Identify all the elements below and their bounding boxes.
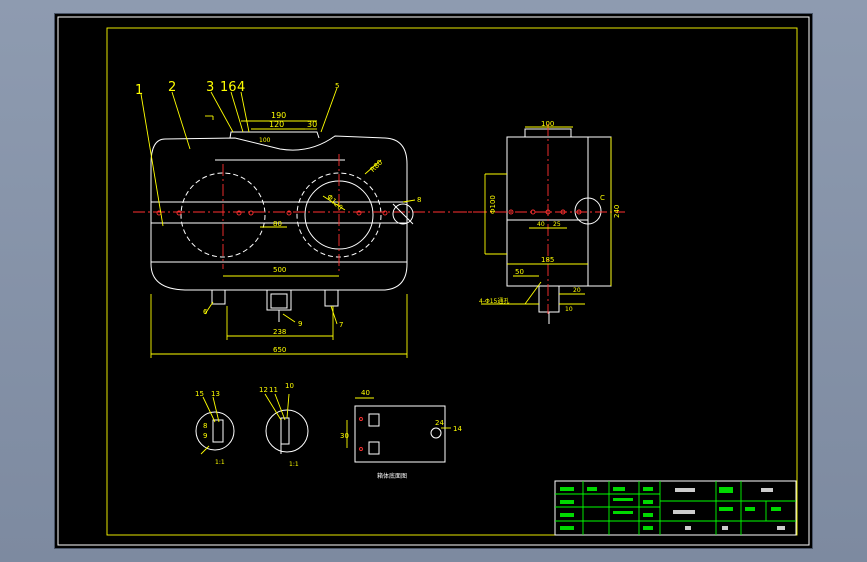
title-block (554, 480, 797, 536)
part-label: 9 (203, 432, 207, 440)
part-label: 14 (453, 425, 462, 433)
part-label: 3 (206, 80, 214, 95)
dimension-text: 40 (361, 389, 370, 397)
dimension-text: 10 (565, 306, 573, 313)
part-label: 10 (285, 382, 294, 390)
detail-caption: 箱体底面图 (377, 472, 407, 480)
dimension-text: 24 (435, 419, 444, 427)
inner-border (106, 27, 798, 536)
dimension-text: 50 (515, 268, 524, 276)
dimension-text: 190 (271, 111, 286, 120)
dimension-text: 500 (273, 266, 286, 274)
dimension-text: 100 (541, 120, 554, 128)
scale-label: 1:1 (289, 461, 299, 468)
dimension-text: 25 (553, 221, 561, 228)
dimension-text: 238 (273, 328, 286, 336)
dimension-text: 240 (613, 205, 621, 218)
dimension-text: 120 (269, 120, 284, 129)
dimension-text: 185 (541, 256, 554, 264)
detail-base (346, 397, 451, 463)
detail-a (195, 396, 235, 455)
part-label: 2 (168, 80, 176, 95)
cad-drawing: 1 2 3 16 4 5 6 7 8 9 190 120 30 100 R80 … (57, 16, 810, 546)
dimension-text: R80 (369, 158, 384, 173)
dimension-text: 30 (307, 120, 317, 129)
outer-border (57, 16, 810, 546)
dimension-text: 40 (537, 221, 545, 228)
callout-text: 4-Φ15通孔 (479, 297, 509, 305)
part-label: 16 (220, 80, 237, 95)
dimension-text: Φ100 (489, 195, 497, 214)
drawing-viewport[interactable]: 1 2 3 16 4 5 6 7 8 9 190 120 30 100 R80 … (55, 14, 812, 548)
view-label: C (600, 194, 605, 202)
part-label: 8 (203, 422, 207, 430)
dimension-text: 650 (273, 346, 286, 354)
dimension-text: 30 (340, 432, 349, 440)
part-label: 11 (269, 386, 278, 394)
part-label: 15 (195, 390, 204, 398)
part-label: 13 (211, 390, 220, 398)
scale-label: 1:1 (215, 459, 225, 466)
dimension-text: 80 (273, 220, 282, 228)
bore-left (180, 172, 266, 258)
dimension-text: 20 (573, 287, 581, 294)
part-label: 1 (135, 83, 143, 98)
detail-b (264, 393, 309, 454)
part-label: 8 (417, 196, 421, 204)
dimension-text: 100 (259, 137, 271, 144)
part-label: 6 (203, 308, 208, 316)
part-label: 9 (298, 320, 302, 328)
front-view (133, 87, 475, 358)
part-label: 5 (335, 82, 339, 90)
side-view (455, 124, 625, 324)
part-label: 4 (237, 80, 245, 95)
part-label: 7 (339, 321, 343, 329)
part-label: 12 (259, 386, 268, 394)
